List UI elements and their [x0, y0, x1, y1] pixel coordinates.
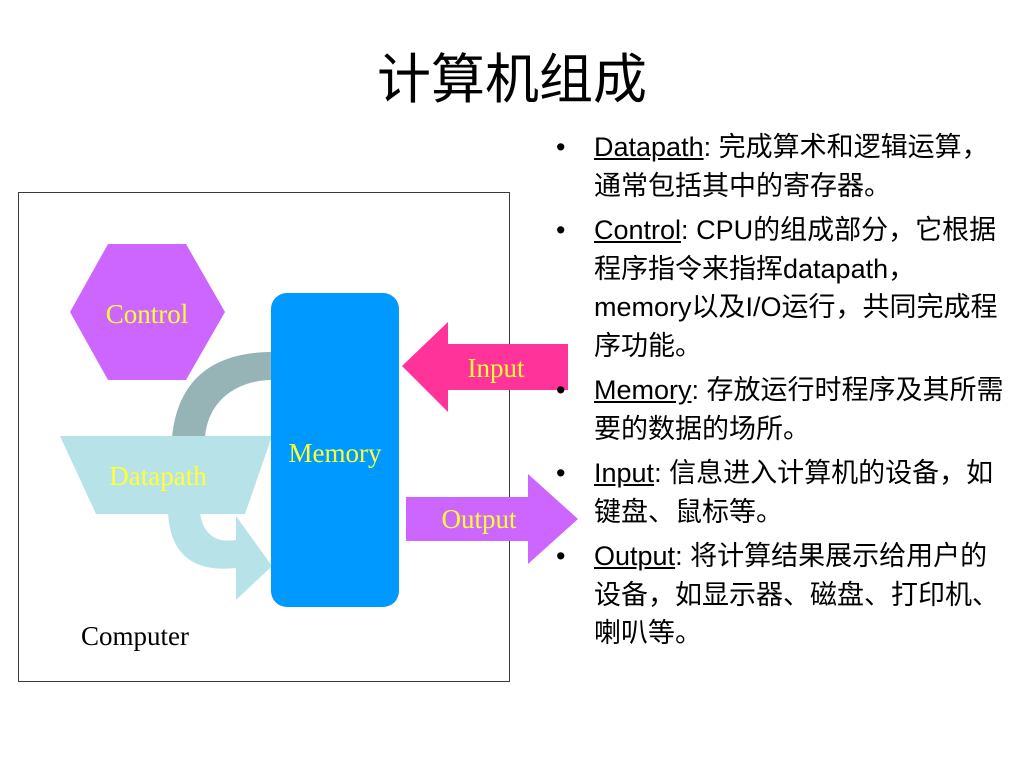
definition-control: CPU的组成部分，它根据程序指令来指挥datapath， memory以及I/O…: [594, 215, 998, 361]
term-separator: :: [681, 215, 689, 245]
definition-input: 信息进入计算机的设备，如键盘、鼠标等。: [594, 458, 994, 527]
datapath-label: Datapath: [109, 461, 207, 491]
definition-output: 将计算结果展示给用户的设备，如显示器、磁盘、打印机、喇叭等。: [594, 541, 999, 648]
term-output: Output: [594, 541, 676, 571]
term-input: Input: [594, 458, 655, 488]
bullet-marker: •: [556, 375, 566, 405]
term-datapath: Datapath: [594, 132, 704, 162]
term-separator: :: [703, 132, 712, 162]
bullet-datapath: • Datapath: 完成算术和逻辑运算，通常包括其中的寄存器。: [552, 128, 1012, 205]
bullet-marker: •: [556, 215, 566, 245]
datapath-trapezoid: [60, 436, 272, 514]
definition-datapath: 完成算术和逻辑运算，通常包括其中的寄存器。: [594, 132, 989, 201]
bullet-marker: •: [556, 132, 566, 162]
computer-label: Computer: [81, 621, 189, 651]
term-memory: Memory: [594, 375, 692, 405]
bullet-control: • Control: CPU的组成部分，它根据程序指令来指挥datapath， m…: [552, 211, 1012, 365]
computer-frame: [18, 192, 510, 682]
output-label: Output: [441, 504, 517, 534]
control-hexagon: [70, 244, 225, 380]
input-arrow: [402, 322, 568, 412]
bullet-output: • Output: 将计算结果展示给用户的设备，如显示器、磁盘、打印机、喇叭等。: [552, 537, 1012, 653]
slide-title: 计算机组成: [377, 48, 647, 111]
definition-memory: 存放运行时程序及其所需要的数据的场所。: [594, 375, 1004, 444]
definition-list: • Datapath: 完成算术和逻辑运算，通常包括其中的寄存器。 • Contro…: [552, 128, 1012, 659]
memory-block: [271, 293, 399, 607]
input-label: Input: [468, 353, 525, 383]
datapath-memory-arrow: [168, 512, 272, 600]
term-separator: :: [675, 541, 683, 571]
term-separator: :: [654, 458, 662, 488]
control-label: Control: [106, 299, 189, 329]
memory-label: Memory: [289, 438, 382, 468]
bullet-input: • Input: 信息进入计算机的设备，如键盘、鼠标等。: [552, 454, 1012, 531]
term-control: Control: [594, 215, 682, 245]
output-arrow: [406, 474, 578, 564]
bullet-marker: •: [556, 458, 566, 488]
bullet-memory: • Memory: 存放运行时程序及其所需要的数据的场所。: [552, 371, 1012, 448]
bullet-marker: •: [556, 541, 566, 571]
term-separator: :: [691, 375, 700, 405]
control-memory-connector: [172, 352, 272, 438]
